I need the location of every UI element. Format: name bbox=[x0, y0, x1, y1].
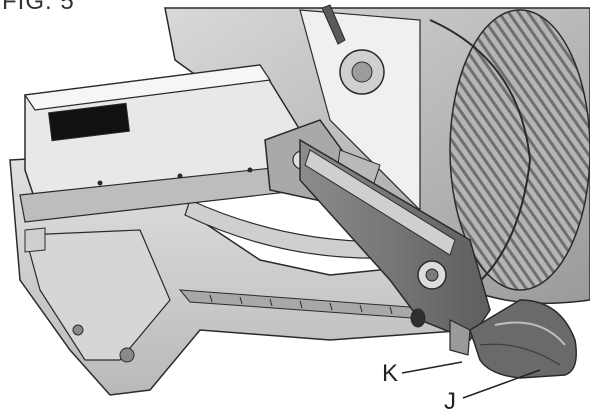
lower-arm bbox=[299, 138, 491, 356]
lock-pin-k bbox=[449, 319, 471, 356]
miter-saw-illustration bbox=[9, 4, 590, 399]
lock-knob-hole bbox=[410, 308, 426, 328]
leader-line-k bbox=[401, 361, 463, 374]
callout-j: J bbox=[444, 388, 456, 415]
fence-label-slot bbox=[48, 102, 130, 142]
leader-line-j bbox=[462, 369, 541, 399]
base-extension-wing bbox=[24, 229, 171, 361]
guard-vent-ribs bbox=[449, 9, 590, 291]
figure-label: FIG. 5 bbox=[2, 0, 75, 15]
lever-handle-j bbox=[469, 299, 577, 379]
callout-k: K bbox=[382, 360, 399, 387]
blade-guard bbox=[164, 4, 590, 305]
fence bbox=[19, 64, 306, 253]
mounting-hole bbox=[119, 347, 135, 363]
